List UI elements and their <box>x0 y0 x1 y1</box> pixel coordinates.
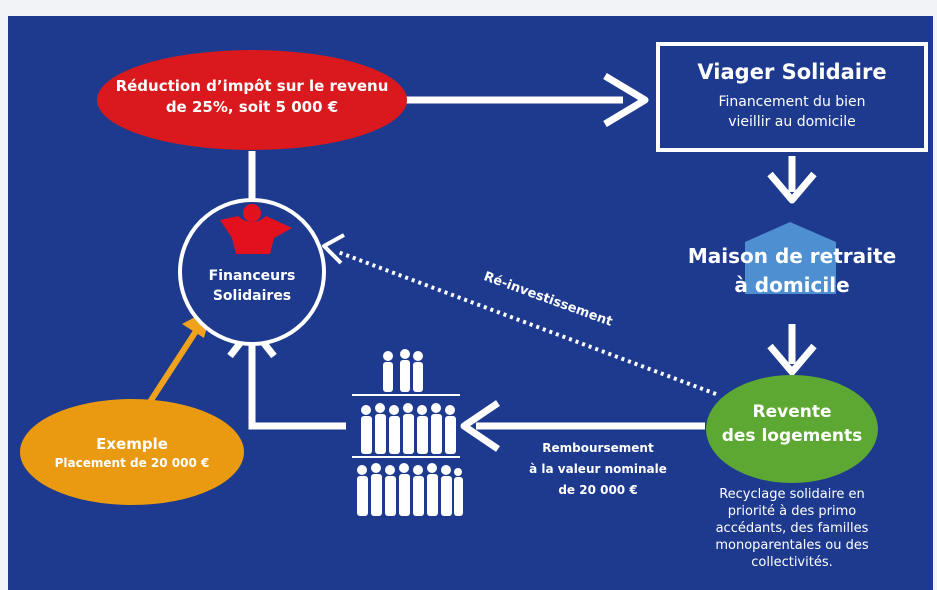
viager-subtitle: Financement du bien vieillir au domicile <box>658 92 926 132</box>
arrow-reinvestissement-head <box>322 233 345 265</box>
tax-reduction-label: Réduction d’impôt sur le revenu de 25%, … <box>102 76 402 118</box>
viager-line1: Financement du bien <box>718 94 866 110</box>
exemple-ellipse <box>20 399 244 505</box>
recyclage-text: Recyclage solidaire en priorité à des pr… <box>684 486 900 571</box>
arrow-maison-to-revente-head <box>767 343 817 376</box>
maison-line1: Maison de retraite <box>687 244 897 268</box>
revente-ellipse <box>706 375 878 483</box>
exemple-line1: Exemple <box>96 435 168 453</box>
arrow-tax-to-viager-head <box>603 72 649 128</box>
revente-label: Revente des logements <box>706 400 878 448</box>
exemple-line2: Placement de 20 000 € <box>54 456 210 470</box>
tax-reduction-line1: Réduction d’impôt sur le revenu <box>115 77 389 95</box>
arrow-revente-to-people-head <box>460 400 500 452</box>
recyclage-line4: monoparentales ou des <box>715 538 869 553</box>
arrow-people-to-financeurs <box>248 334 346 430</box>
remboursement-line1: Remboursement <box>542 441 654 455</box>
maison-label: Maison de retraite à domicile <box>676 242 908 300</box>
maison-line2: à domicile <box>734 273 850 297</box>
exemple-label: Exemple Placement de 20 000 € <box>32 434 232 472</box>
viager-line2: vieillir au domicile <box>728 114 856 130</box>
revente-line1: Revente <box>752 402 832 422</box>
people-group-icon <box>352 349 463 516</box>
arrow-exemple-to-financeurs <box>143 326 201 410</box>
financeurs-label: Financeurs Solidaires <box>192 266 312 306</box>
diagram-panel: Réduction d’impôt sur le revenu de 25%, … <box>8 16 933 590</box>
revente-line2: des logements <box>721 426 863 446</box>
tax-reduction-ellipse <box>97 50 407 150</box>
tax-reduction-line2: de 25%, soit 5 000 € <box>165 98 339 116</box>
connector-layer <box>20 42 928 516</box>
recyclage-line5: collectivités. <box>751 555 833 570</box>
arrow-reinvestissement <box>337 250 717 396</box>
recyclage-line3: accédants, des familles <box>715 521 869 536</box>
viager-box <box>656 42 928 152</box>
remboursement-line2: à la valeur nominale <box>529 462 667 476</box>
arrow-viager-to-maison-head <box>767 171 817 204</box>
recyclage-line2: priorité à des primo <box>727 504 857 519</box>
financeurs-line2: Solidaires <box>212 288 292 304</box>
house-icon <box>745 222 836 294</box>
viager-title: Viager Solidaire <box>697 60 887 84</box>
financeurs-line1: Financeurs <box>208 268 296 284</box>
remboursement-line3: de 20 000 € <box>558 483 638 497</box>
remboursement-label: Remboursement à la valeur nominale de 20… <box>508 438 688 501</box>
person-icon <box>220 204 292 254</box>
financeurs-circle <box>178 198 326 346</box>
recyclage-line1: Recyclage solidaire en <box>719 487 865 502</box>
